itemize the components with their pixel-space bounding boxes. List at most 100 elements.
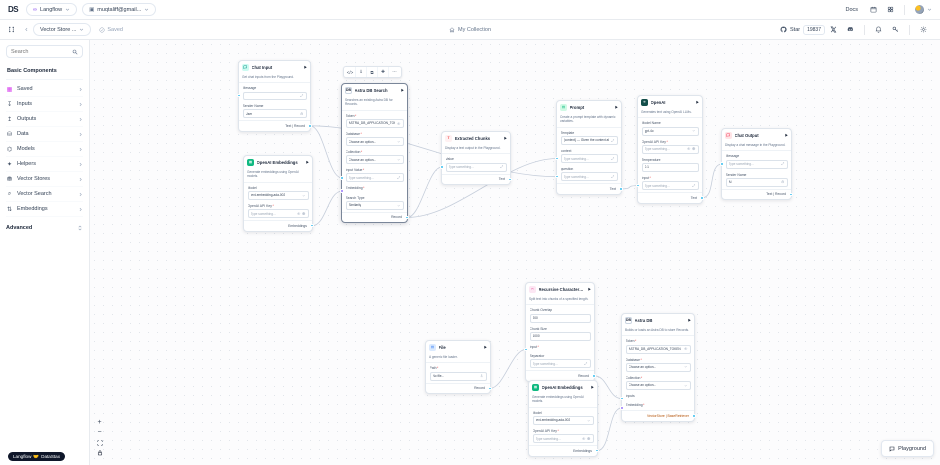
input-handle[interactable] [440, 165, 444, 169]
sidebar-item-embeddings[interactable]: ⇅Embeddings [6, 202, 83, 217]
sidebar-item-vector-stores[interactable]: ⛃Vector Stores [6, 172, 83, 187]
breadcrumb[interactable]: My Collection [449, 26, 491, 33]
field-input[interactable]: Type something... [247, 209, 309, 218]
run-node-icon[interactable] [590, 385, 595, 390]
input-handle[interactable] [340, 176, 344, 180]
avatar[interactable] [915, 5, 924, 14]
field-input[interactable]: {context} --- Given the context above, a… [560, 135, 618, 145]
sidebar-item-outputs[interactable]: ↥Outputs [6, 112, 83, 127]
field-input[interactable]: Type something... [445, 162, 507, 172]
input-handle[interactable] [720, 162, 724, 166]
input-handle[interactable] [237, 93, 241, 98]
field-input[interactable]: ASTRA_DB_APPLICATION_TOKEN [345, 118, 404, 128]
sidebar-item-helpers[interactable]: ✦Helpers [6, 157, 83, 172]
input-handle[interactable] [340, 189, 344, 193]
field-input[interactable]: User [242, 109, 307, 119]
field-select[interactable]: gpt-4o [641, 126, 699, 136]
sidebar-item-saved[interactable]: ▦Saved [6, 82, 83, 97]
calendar-icon[interactable] [870, 6, 877, 13]
run-node-icon[interactable] [784, 133, 789, 138]
zoom-out-button[interactable]: − [97, 429, 102, 436]
run-node-icon[interactable] [503, 136, 508, 141]
field-input[interactable]: 1000 [529, 331, 591, 341]
github-star-button[interactable]: Star 19837 [780, 24, 825, 35]
lock-button[interactable] [95, 448, 104, 457]
field-select[interactable]: text-embedding-ada-002 [247, 190, 309, 200]
chevron-down-icon[interactable] [927, 7, 932, 12]
field-select[interactable]: Choose an option... [625, 380, 691, 390]
langflow-datastax-badge[interactable]: Langflow 🤝 DataStax [8, 452, 66, 461]
output-handle[interactable] [592, 374, 596, 378]
run-node-icon[interactable] [483, 345, 488, 350]
output-handle[interactable] [692, 414, 696, 418]
field-input[interactable]: Type something... [345, 173, 404, 183]
output-handle[interactable] [595, 449, 599, 453]
field-select[interactable]: Similarity [345, 200, 404, 210]
run-node-icon[interactable] [400, 88, 405, 93]
sidebar-item-inputs[interactable]: ↧Inputs [6, 97, 83, 112]
field-select[interactable]: Choose an option... [345, 155, 404, 165]
input-handle[interactable] [524, 347, 528, 352]
more-button[interactable]: ⋯ [392, 69, 397, 74]
field-input[interactable]: Type something... [560, 172, 618, 182]
code-button[interactable]: </> [345, 67, 356, 77]
gear-icon[interactable] [920, 26, 927, 33]
input-handle[interactable] [555, 175, 559, 179]
input-handle[interactable] [636, 183, 640, 188]
account-dropdown[interactable]: ▣ muqtaliff@gmail... [82, 3, 157, 16]
sidebar-item-data[interactable]: ⛁Data [6, 127, 83, 142]
playground-button[interactable]: Playground [881, 440, 934, 457]
run-node-icon[interactable] [587, 287, 592, 292]
output-handle[interactable] [308, 124, 312, 128]
field-input[interactable]: Type something... [641, 181, 699, 191]
api-key-icon[interactable] [892, 26, 899, 33]
field-input[interactable]: ASTRA_DB_APPLICATION_TOKEN [625, 344, 691, 354]
input-handle[interactable] [620, 406, 624, 410]
fit-view-button[interactable] [95, 438, 104, 447]
field-input[interactable]: Type something... [532, 434, 594, 443]
output-handle[interactable] [789, 192, 793, 197]
search-input[interactable] [11, 48, 72, 55]
sidebar-item-models[interactable]: ⌬Models [6, 142, 83, 157]
field-select[interactable]: Choose an option... [625, 362, 691, 372]
field-input[interactable]: Type something... [560, 154, 618, 163]
field-input[interactable]: Type something... [725, 159, 788, 169]
sidebar-item-vector-search[interactable]: ⌕Vector Search [6, 187, 83, 202]
share-button[interactable]: ✚ [378, 67, 389, 77]
run-node-icon[interactable] [687, 318, 692, 323]
field-select[interactable]: text-embedding-ada-002 [532, 415, 594, 425]
field-input[interactable]: 0.1 [641, 162, 699, 172]
output-handle[interactable] [488, 386, 492, 390]
flow-name-dropdown[interactable]: Vector Store ... [33, 23, 92, 36]
output-handle[interactable] [310, 224, 314, 228]
output-handle[interactable] [700, 196, 704, 200]
output-handle[interactable] [405, 215, 409, 220]
field-input[interactable]: 200 [529, 313, 591, 323]
duplicate-button[interactable]: ⧉ [367, 67, 378, 77]
field-input[interactable] [242, 91, 307, 100]
bell-icon[interactable] [875, 26, 882, 33]
chevron-left-icon[interactable] [24, 27, 29, 32]
zoom-in-button[interactable]: + [97, 419, 102, 426]
flow-icon[interactable] [8, 26, 15, 33]
docs-link[interactable]: Docs [845, 6, 858, 13]
flow-node-text-splitter[interactable]: ✂Recursive Character Text Sp...Split tex… [524, 282, 596, 382]
run-node-icon[interactable] [695, 100, 700, 105]
field-input[interactable]: AI [725, 177, 788, 187]
save-button[interactable]: ⇓ [356, 67, 367, 77]
input-handle[interactable] [555, 156, 559, 161]
output-handle[interactable] [619, 187, 623, 191]
run-node-icon[interactable] [614, 105, 619, 110]
field-select[interactable]: Choose an option... [345, 137, 404, 146]
